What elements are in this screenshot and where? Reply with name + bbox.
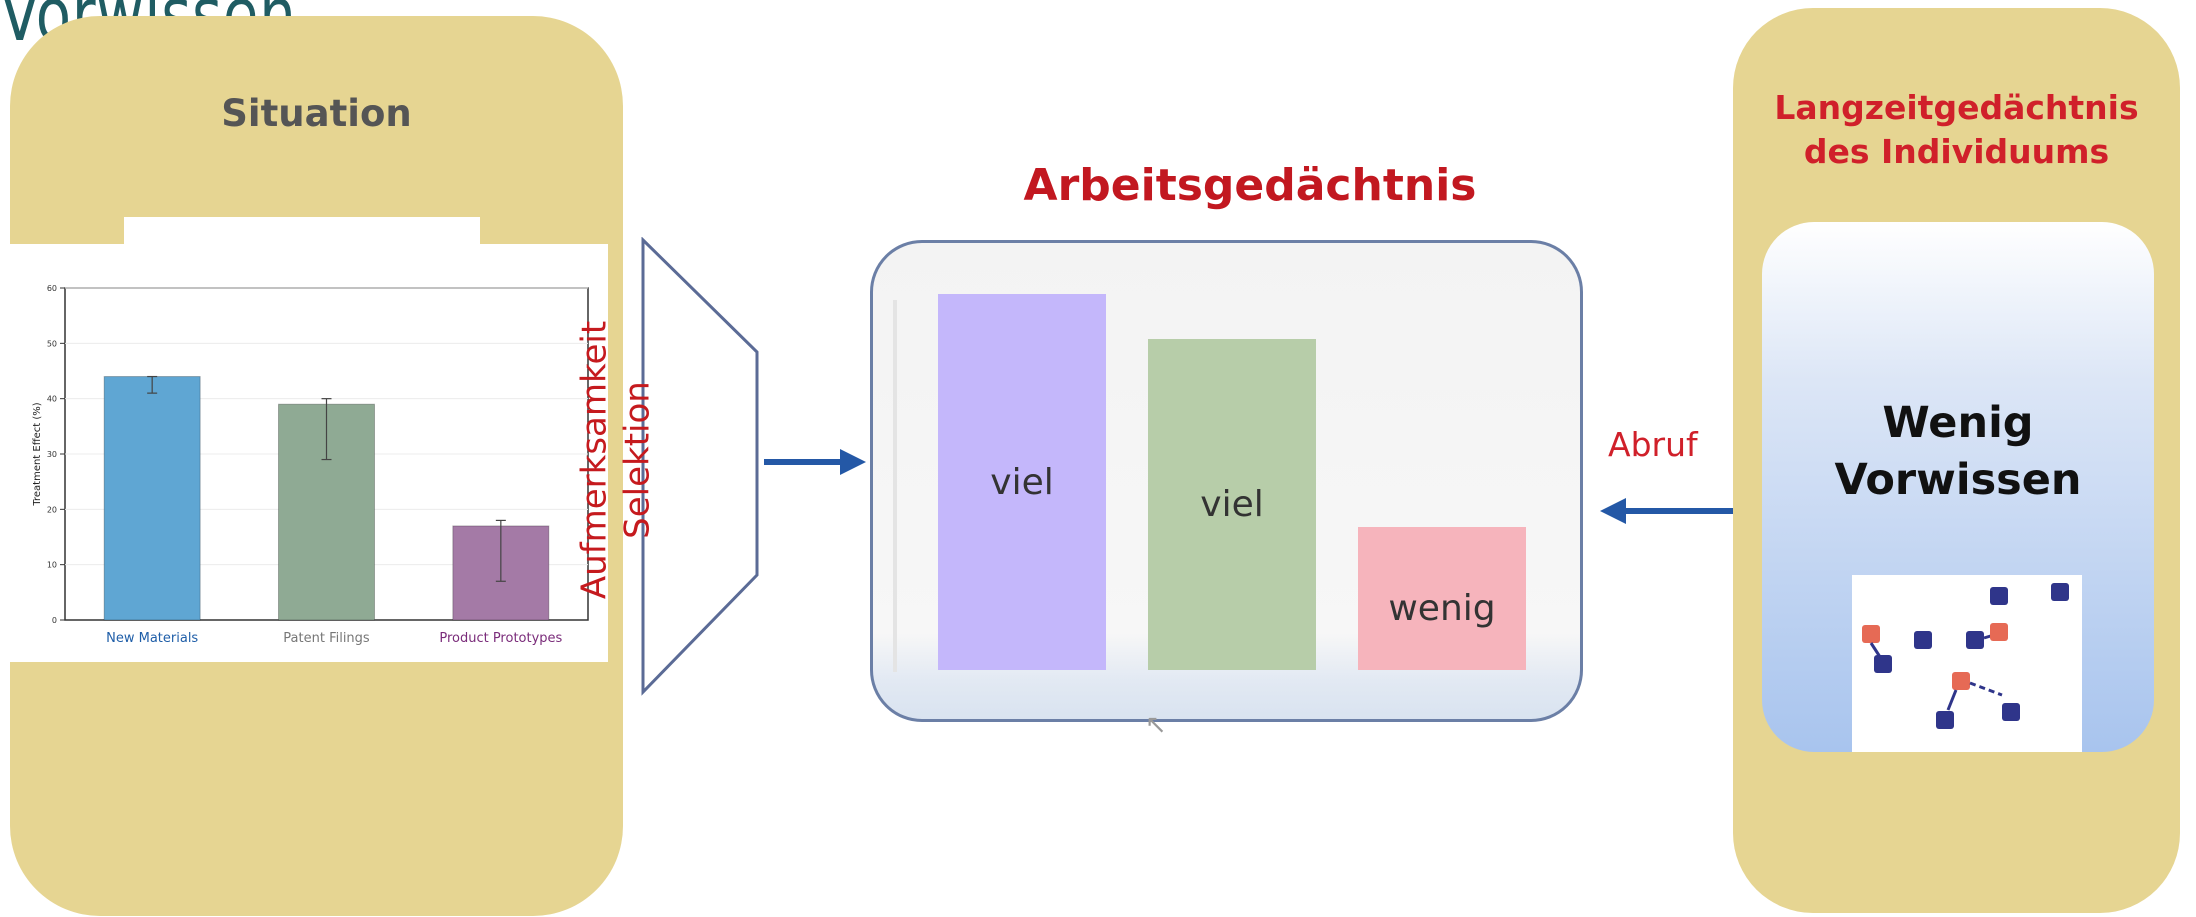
selection-label: Selektion [617, 381, 657, 539]
y-tick-label: 60 [47, 284, 57, 293]
knowledge-network-icon [1862, 583, 2069, 729]
long-term-memory-heading-line2: des Individuums [1803, 131, 2110, 171]
y-tick-label: 10 [47, 561, 57, 570]
long-term-memory-heading-line1: Langzeitgedächtnis [1774, 88, 2139, 127]
x-tick-label: Patent Filings [283, 631, 370, 646]
knowledge-network-card [1852, 575, 2082, 752]
y-tick-label: 20 [47, 505, 57, 514]
x-tick-label: New Materials [106, 631, 198, 646]
x-tick-label: Product Prototypes [439, 631, 562, 646]
attention-funnel [641, 237, 759, 696]
working-memory-bar-2: viel [1148, 339, 1316, 670]
y-tick-label: 30 [47, 450, 57, 459]
y-tick-label: 50 [47, 339, 57, 348]
prior-knowledge-label: Wenig Vorwissen [1762, 395, 2154, 509]
situation-heading: Situation [221, 92, 412, 135]
y-tick-label: 40 [47, 395, 57, 404]
retrieval-arrow-icon [1600, 498, 1736, 524]
prior-knowledge-line2: Vorwissen [1834, 455, 2082, 506]
y-tick-label: 0 [52, 616, 57, 625]
working-memory-heading: Arbeitsgedächtnis [1023, 160, 1477, 211]
working-memory-bar-3: wenig [1358, 527, 1526, 670]
prior-knowledge-line1: Wenig [1882, 398, 2034, 448]
working-memory-axis [893, 300, 897, 672]
attention-label: Aufmerksamkeit [574, 320, 615, 600]
long-term-memory-heading: Langzeitgedächtnis des Individuums [1733, 86, 2180, 174]
working-memory-bar-1: viel [938, 294, 1106, 670]
mouse-cursor-icon: ↖ [1145, 710, 1167, 740]
retrieval-label: Abruf [1608, 425, 1698, 464]
y-axis-label: Treatment Effect (%) [32, 402, 43, 506]
attention-funnel-text: Aufmerksamkeit Selektion [574, 321, 659, 599]
chart-card-tab [124, 217, 480, 247]
input-arrow-icon [764, 449, 866, 475]
bar-1 [103, 376, 201, 621]
